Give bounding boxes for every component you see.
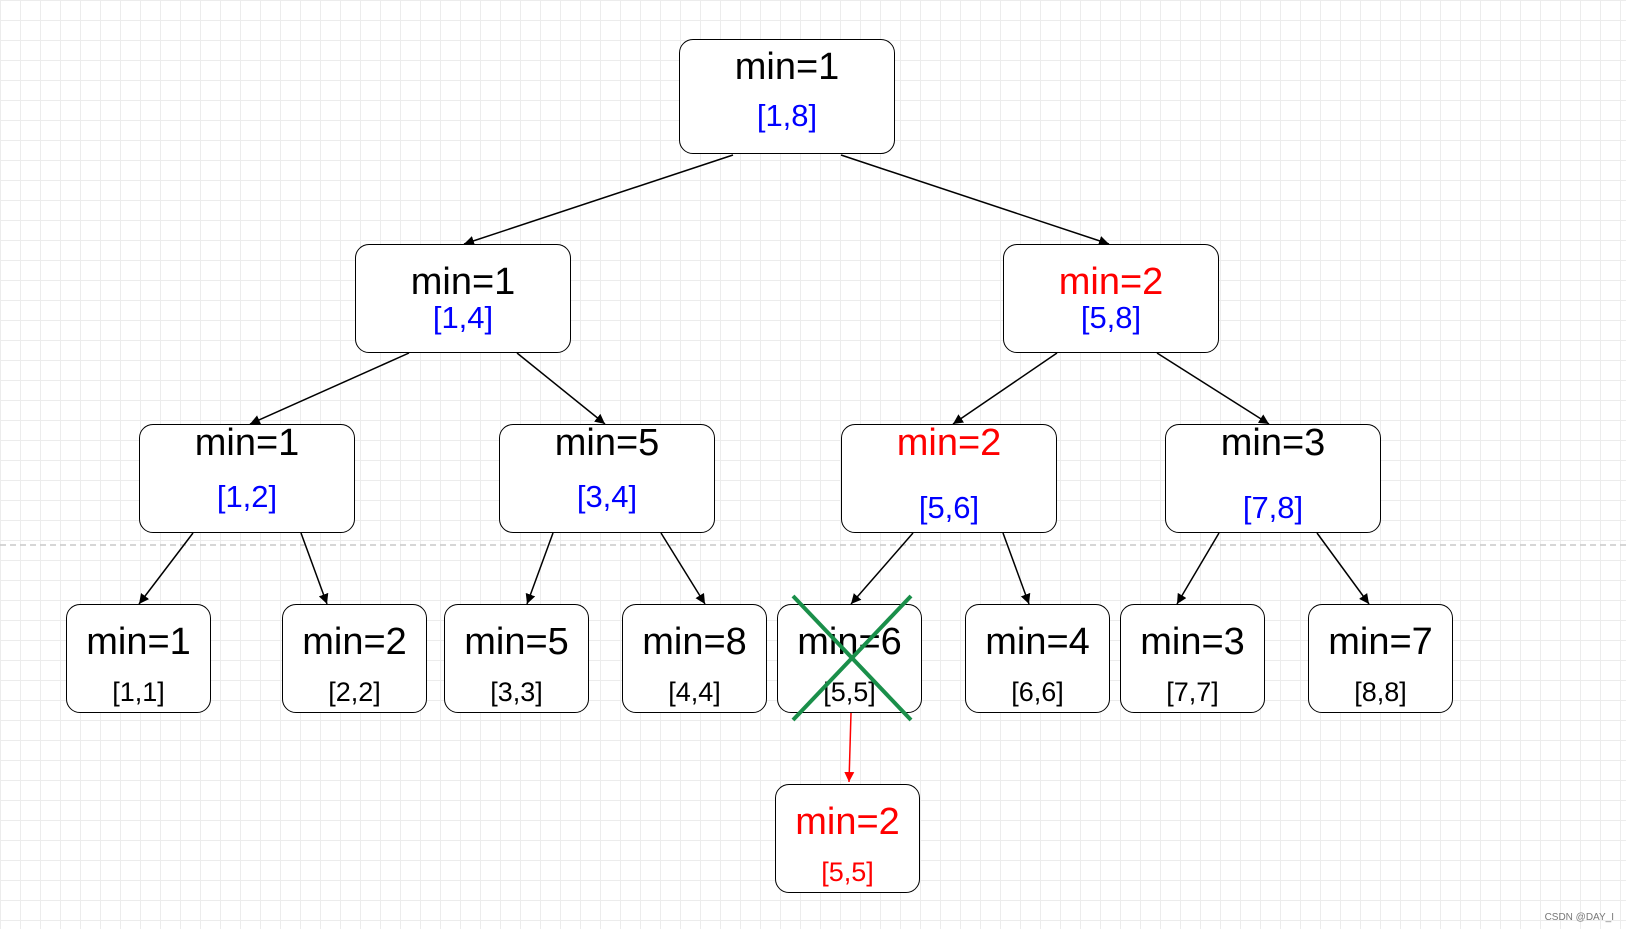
node-range: [1,1] <box>112 677 165 707</box>
node-min-value: min=3 <box>1220 422 1326 464</box>
node-range: [5,5] <box>821 857 874 887</box>
edge-n7-n14 <box>1176 532 1220 605</box>
node-range: [3,3] <box>490 677 543 707</box>
node-5-6[interactable]: min=2 [5,6] <box>841 422 1057 533</box>
edge-n5-n11 <box>660 532 706 605</box>
node-1-4[interactable]: min=1 [1,4] <box>355 244 571 353</box>
node-min-value: min=1 <box>86 621 191 663</box>
edge-n2-n4 <box>249 352 410 425</box>
node-range: [2,2] <box>328 677 381 707</box>
node-min-value: min=6 <box>797 621 902 663</box>
edge-n5-n10 <box>525 532 554 605</box>
node-min-value: min=2 <box>896 422 1002 464</box>
node-min-value: min=7 <box>1328 621 1433 663</box>
node-min-value: min=1 <box>734 46 840 88</box>
leaf-node-8-8[interactable]: min=7 [8,8] <box>1308 604 1453 713</box>
edge-n4-n9 <box>300 532 329 605</box>
node-range: [3,4] <box>576 479 638 514</box>
node-min-value: min=5 <box>464 621 569 663</box>
tree-edges <box>138 154 1370 605</box>
node-3-4[interactable]: min=5 [3,4] <box>499 422 715 533</box>
node-root-1-8[interactable]: min=1 [1,8] <box>679 39 895 154</box>
node-min-value: min=8 <box>642 621 747 663</box>
node-min-value: min=2 <box>795 801 900 843</box>
node-1-2[interactable]: min=1 [1,2] <box>139 422 355 533</box>
node-range: [5,6] <box>918 490 980 525</box>
node-range: [1,4] <box>432 300 494 335</box>
node-range: [4,4] <box>668 677 721 707</box>
leaf-node-6-6[interactable]: min=4 [6,6] <box>965 604 1110 713</box>
edge-n2-n5 <box>516 352 606 425</box>
node-min-value: min=4 <box>985 621 1090 663</box>
node-min-value: min=5 <box>554 422 660 464</box>
node-7-8[interactable]: min=3 [7,8] <box>1165 422 1381 533</box>
node-range: [7,8] <box>1242 490 1304 525</box>
node-range: [8,8] <box>1354 677 1407 707</box>
edge-n1-n3 <box>840 154 1110 246</box>
leaf-node-2-2[interactable]: min=2 [2,2] <box>282 604 427 713</box>
leaf-node-4-4[interactable]: min=8 [4,4] <box>622 604 767 713</box>
leaf-node-1-1[interactable]: min=1 [1,1] <box>66 604 211 713</box>
node-range: [7,7] <box>1166 677 1219 707</box>
edge-n6-n12 <box>850 532 914 605</box>
node-range: [6,6] <box>1011 677 1064 707</box>
node-min-value: min=1 <box>194 422 300 464</box>
node-range: [1,8] <box>756 98 818 133</box>
update-edge <box>844 712 855 783</box>
watermark: CSDN @DAY_I <box>1544 912 1614 923</box>
edge-n7-n15 <box>1316 532 1370 605</box>
node-5-8[interactable]: min=2 [5,8] <box>1003 244 1219 353</box>
node-range: [1,2] <box>216 479 278 514</box>
node-range: [5,8] <box>1080 300 1142 335</box>
edge-n3-n7 <box>1156 352 1270 425</box>
node-min-value: min=1 <box>410 261 516 303</box>
leaf-node-5-5-old[interactable]: min=6 [5,5] <box>777 604 922 713</box>
edge-n4-n8 <box>138 532 194 605</box>
leaf-node-7-7[interactable]: min=3 [7,7] <box>1120 604 1265 713</box>
edge-n1-n2 <box>463 154 734 246</box>
edge-n6-n13 <box>1002 532 1031 605</box>
leaf-node-5-5-updated[interactable]: min=2 [5,5] <box>775 784 920 893</box>
node-min-value: min=2 <box>1058 261 1164 303</box>
node-range: [5,5] <box>823 677 876 707</box>
node-min-value: min=2 <box>302 621 407 663</box>
edge-n3-n6 <box>952 352 1058 425</box>
leaf-node-3-3[interactable]: min=5 [3,3] <box>444 604 589 713</box>
node-min-value: min=3 <box>1140 621 1245 663</box>
